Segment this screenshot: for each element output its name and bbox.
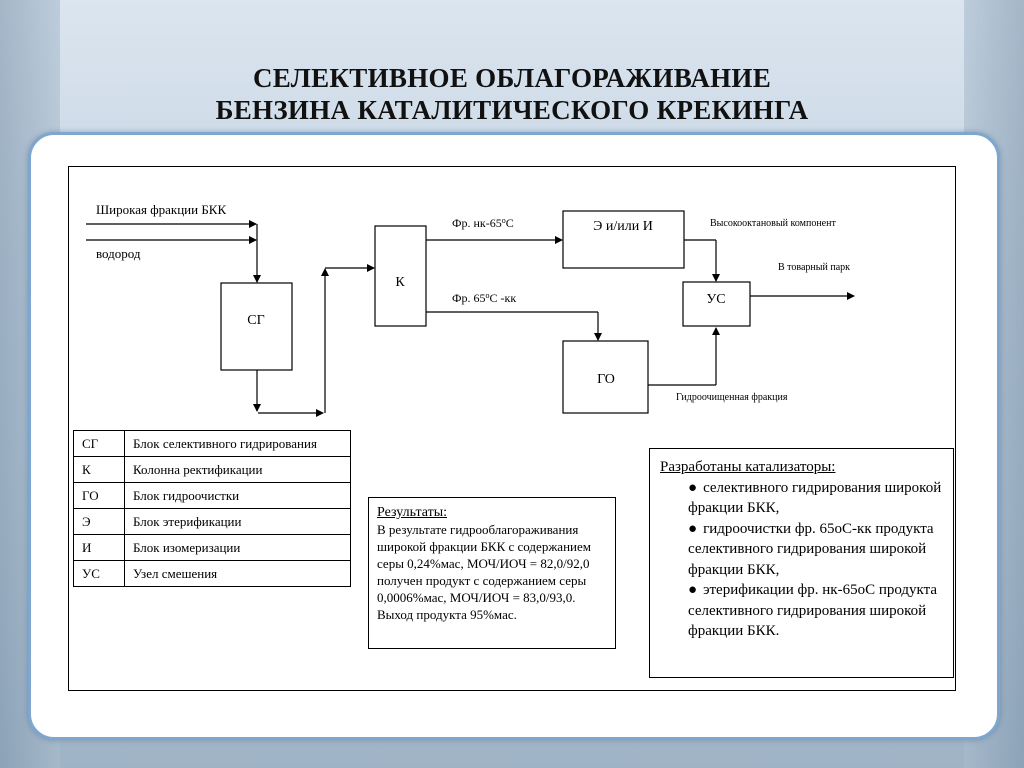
stream-heavy-label: Фр. 65оС -кк bbox=[452, 291, 516, 305]
to-park-label: В товарный парк bbox=[778, 262, 850, 273]
title-line-2: БЕНЗИНА КАТАЛИТИЧЕСКОГО КРЕКИНГА bbox=[215, 95, 809, 125]
catalysts-heading: Разработаны катализаторы: bbox=[660, 459, 836, 475]
catalyst-item: ●гидроочистки фр. 65оС-кк продукта селек… bbox=[688, 519, 943, 581]
high-octane-label: Высокооктановый компонент bbox=[710, 218, 836, 229]
feed-label: Широкая фракции БКК bbox=[96, 202, 226, 217]
legend-desc: Блок этерификации bbox=[124, 508, 351, 535]
legend-abbr: ГО bbox=[73, 482, 125, 509]
legend-abbr: К bbox=[73, 456, 125, 483]
legend-abbr: Э bbox=[73, 508, 125, 535]
block-sg-label: СГ bbox=[247, 313, 264, 328]
block-us bbox=[682, 281, 751, 327]
slide-title: СЕЛЕКТИВНОЕ ОБЛАГОРАЖИВАНИЕ БЕНЗИНА КАТА… bbox=[0, 62, 1024, 126]
legend-desc: Блок селективного гидрирования bbox=[124, 430, 351, 457]
catalyst-text: селективного гидрирования широкой фракци… bbox=[688, 479, 942, 517]
catalyst-text: гидроочистки фр. 65оС-кк продукта селект… bbox=[688, 520, 934, 578]
legend-abbr: УС bbox=[73, 560, 125, 587]
catalyst-item: ●этерификации фр. нк-65оС продукта селек… bbox=[688, 580, 943, 642]
results-body: В результате гидрооблагораживания широко… bbox=[377, 522, 591, 622]
legend-desc: Узел смешения bbox=[124, 560, 351, 587]
block-go bbox=[562, 340, 649, 414]
block-us-label: УС bbox=[706, 292, 725, 307]
block-ei-label: Э и/или И bbox=[593, 219, 653, 234]
block-sg bbox=[220, 282, 293, 371]
results-box: Результаты: В результате гидрооблагоражи… bbox=[368, 497, 616, 649]
legend-desc: Блок изомеризации bbox=[124, 534, 351, 561]
legend-desc: Колонна ректификации bbox=[124, 456, 351, 483]
hydrogen-label: водород bbox=[96, 246, 141, 261]
catalyst-item: ●селективного гидрирования широкой фракц… bbox=[688, 478, 943, 519]
catalysts-list: ●селективного гидрирования широкой фракц… bbox=[660, 478, 943, 642]
catalysts-box: Разработаны катализаторы: ●селективного … bbox=[649, 448, 954, 678]
bullet-icon: ● bbox=[688, 582, 698, 598]
catalyst-text: этерификации фр. нк-65оС продукта селект… bbox=[688, 582, 938, 639]
results-heading: Результаты: bbox=[377, 505, 447, 520]
bullet-icon: ● bbox=[688, 520, 698, 537]
legend-abbr: СГ bbox=[73, 430, 125, 457]
bullet-icon: ● bbox=[688, 479, 698, 496]
legend-desc: Блок гидроочистки bbox=[124, 482, 351, 509]
block-k bbox=[374, 225, 427, 327]
stream-light-label: Фр. нк-65оС bbox=[452, 216, 514, 230]
block-k-label: К bbox=[395, 275, 405, 290]
hydrotreated-label: Гидроочищенная фракция bbox=[676, 392, 788, 403]
block-go-label: ГО bbox=[597, 372, 615, 387]
block-ei bbox=[562, 210, 685, 269]
legend-abbr: И bbox=[73, 534, 125, 561]
title-line-1: СЕЛЕКТИВНОЕ ОБЛАГОРАЖИВАНИЕ bbox=[252, 63, 772, 93]
